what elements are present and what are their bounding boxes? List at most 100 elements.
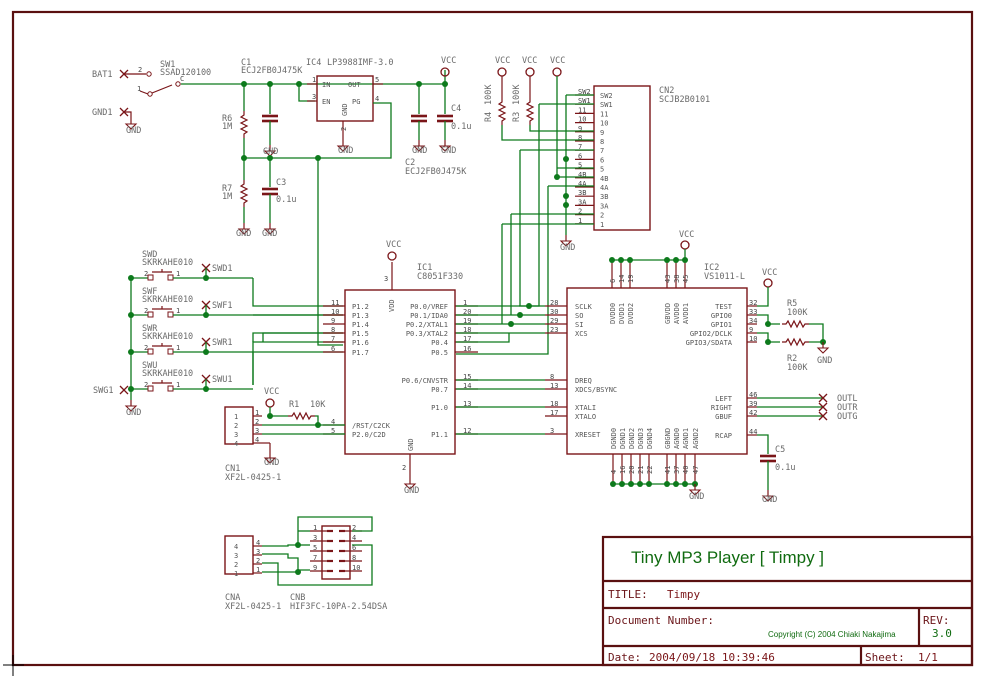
cn2-pin-name: 7 bbox=[600, 147, 604, 155]
c1-ref: C1 bbox=[241, 58, 251, 68]
gnd-label: GND bbox=[262, 229, 277, 239]
switch-route bbox=[252, 278, 343, 307]
switch-ref: SWR bbox=[142, 324, 158, 334]
sw1-lever bbox=[151, 84, 173, 94]
ic2-pin-number: 3 bbox=[550, 427, 554, 435]
vcc-label: VCC bbox=[441, 56, 456, 66]
vcc-label: VCC bbox=[386, 240, 401, 250]
cnb-value: HIF3FC-10PA-2.54DSA bbox=[290, 602, 387, 612]
ic1-pin-number: 13 bbox=[463, 400, 471, 408]
r5-ref: R5 bbox=[787, 299, 797, 309]
cn2-pin-name: 4A bbox=[600, 184, 609, 192]
doc-number-label: Document Number: bbox=[608, 614, 714, 627]
cn2-pin-name: 11 bbox=[600, 110, 608, 118]
title-value: Timpy bbox=[667, 588, 700, 601]
ic2-pin-name: LEFT bbox=[715, 395, 733, 403]
ic2-pin-name: RIGHT bbox=[711, 404, 733, 412]
ic2-pin-name: GBVDD bbox=[664, 303, 672, 324]
sw1-value: SSAD120100 bbox=[160, 68, 211, 78]
ic2-pin-name: XTALI bbox=[575, 404, 596, 412]
vcc-label: VCC bbox=[679, 230, 694, 240]
ic1-pin-name: P1.6 bbox=[352, 339, 369, 347]
cn2-pin-number: 6 bbox=[578, 152, 582, 160]
switch-contact bbox=[167, 311, 174, 318]
cn2-pin-name: 2 bbox=[600, 212, 604, 220]
switch-value: SKRKAHE010 bbox=[142, 369, 193, 379]
cnb-pin-number: 8 bbox=[352, 554, 356, 562]
vcc-label: VCC bbox=[550, 56, 565, 66]
rev-label: REV: bbox=[923, 614, 950, 627]
cnb-body bbox=[321, 525, 351, 580]
switch-contact bbox=[167, 385, 174, 392]
ic1-pin-number: 9 bbox=[331, 317, 335, 325]
cnb-pin-number: 1 bbox=[313, 524, 317, 532]
cna-pin-name: 4 bbox=[234, 543, 238, 551]
ic1-pin-name: P2.0/C2D bbox=[352, 431, 386, 439]
ic2-pin-name: DREQ bbox=[575, 377, 592, 385]
switch-contact bbox=[147, 385, 154, 392]
ic2-pin-number: 18 bbox=[550, 400, 558, 408]
sheet-value: 1/1 bbox=[918, 651, 938, 664]
cnb-pin-number: 5 bbox=[313, 544, 317, 552]
ic1-pin-number: 18 bbox=[463, 326, 471, 334]
ic4-ref: IC4 bbox=[306, 58, 321, 68]
cnb-pin-number: 2 bbox=[352, 524, 356, 532]
pin-number: 2 bbox=[340, 127, 348, 131]
switch-pin-1: 1 bbox=[176, 344, 180, 352]
ic1-pin-name: P1.0 bbox=[431, 404, 448, 412]
cn1-pin-name: 1 bbox=[234, 413, 238, 421]
cna-pin-number: 3 bbox=[256, 548, 260, 556]
ic1-vdd: VDD bbox=[388, 299, 396, 312]
switch-pin-1: 1 bbox=[176, 381, 180, 389]
ic1-pin-number: 15 bbox=[463, 373, 471, 381]
ic2-pin-name: XDCS/BSYNC bbox=[575, 386, 617, 394]
rev-value: 3.0 bbox=[932, 627, 952, 640]
ic1-pin-number: 1 bbox=[463, 299, 467, 307]
cn2-pin-number: 4B bbox=[578, 171, 586, 179]
ic2-pin-number: 19 bbox=[627, 275, 635, 283]
ic1-pin-name: P0.6/CNVSTR bbox=[402, 377, 449, 385]
cn1-ref: CN1 bbox=[225, 464, 240, 474]
title-label: TITLE: bbox=[608, 588, 648, 601]
c1-value: ECJ2FB0J475K bbox=[241, 66, 303, 76]
gnd-label: GND bbox=[689, 492, 704, 502]
ic1-gnd: GND bbox=[407, 438, 415, 451]
ic2-pin-number: 39 bbox=[749, 400, 757, 408]
switch-net-label: SWD1 bbox=[212, 264, 232, 274]
cna-pin-name: 1 bbox=[234, 570, 238, 578]
ic2-pin-name: XCS bbox=[575, 330, 588, 338]
ic4-body bbox=[316, 75, 374, 122]
switch-pin-2: 2 bbox=[144, 344, 148, 352]
vcc-label: VCC bbox=[495, 56, 510, 66]
ic2-pin-name: AVDD1 bbox=[682, 303, 690, 324]
ic2-pin-name: DVDD0 bbox=[609, 303, 617, 324]
ic1-pin-name: P1.3 bbox=[352, 312, 369, 320]
c4-value: 0.1u bbox=[451, 122, 471, 132]
ic2-pin-name: GPIO1 bbox=[711, 321, 732, 329]
switch-contact bbox=[147, 348, 154, 355]
switch-value: SKRKAHE010 bbox=[142, 258, 193, 268]
ic2-pin-name: AGND1 bbox=[682, 428, 690, 449]
cn2-pin-name: SW1 bbox=[600, 101, 613, 109]
date-label: Date: bbox=[608, 651, 641, 664]
ic1-pin-name: P1.1 bbox=[431, 431, 448, 439]
switch-contact bbox=[147, 311, 154, 318]
cna-pin-number: 4 bbox=[256, 539, 260, 547]
ic2-pin-number: 17 bbox=[550, 409, 558, 417]
ic1-pin-number: 11 bbox=[331, 299, 339, 307]
cna-body bbox=[224, 535, 254, 575]
ic1-pin-name: P0.0/VREF bbox=[410, 303, 448, 311]
cn2-ref: CN2 bbox=[659, 86, 674, 96]
cn2-pin-name: 3B bbox=[600, 193, 608, 201]
ic1-pin-number: 10 bbox=[331, 308, 339, 316]
c2-value: ECJ2FB0J475K bbox=[405, 167, 467, 177]
switch-pin-2: 2 bbox=[144, 307, 148, 315]
cna-value: XF2L-0425-1 bbox=[225, 602, 281, 612]
ic2-pin-number: 46 bbox=[749, 391, 757, 399]
outl-label: OUTL bbox=[837, 394, 857, 404]
ic2-pin-name: SO bbox=[575, 312, 583, 320]
ic1-pin-number: 19 bbox=[463, 317, 471, 325]
gnd-label: GND bbox=[441, 146, 456, 156]
ic2-pin-number: 8 bbox=[550, 373, 554, 381]
gnd-label: GND bbox=[263, 147, 278, 157]
